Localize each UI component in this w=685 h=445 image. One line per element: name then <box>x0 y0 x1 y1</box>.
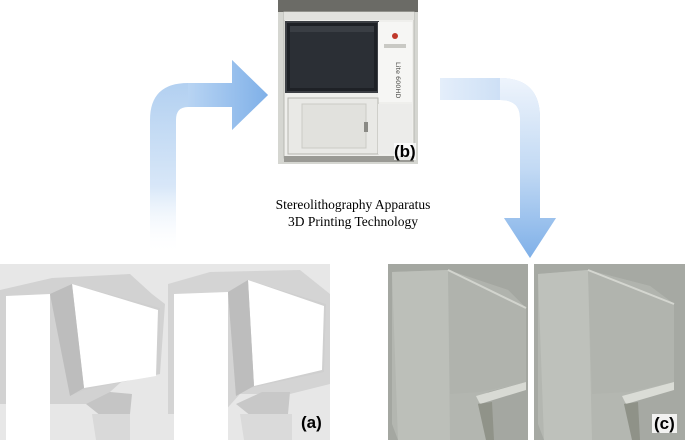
label-a: (a) <box>301 413 322 432</box>
model-render: (a) <box>0 264 330 440</box>
printed-parts-photo: (c) <box>388 264 685 440</box>
label-b: (b) <box>394 142 416 161</box>
machine-photo: Lite 600HD (b) <box>278 0 418 164</box>
printed-parts-illustration <box>388 264 685 440</box>
cad-model-illustration <box>0 264 330 440</box>
label-c: (c) <box>652 414 677 433</box>
caption-line-1: Stereolithography Apparatus <box>275 197 431 212</box>
caption-line-2: 3D Printing Technology <box>287 214 419 229</box>
process-caption: Stereolithography Apparatus 3D Printing … <box>248 196 458 230</box>
machine-model-text: Lite 600HD <box>394 62 402 98</box>
sla-machine-illustration: Lite 600HD <box>278 0 418 164</box>
